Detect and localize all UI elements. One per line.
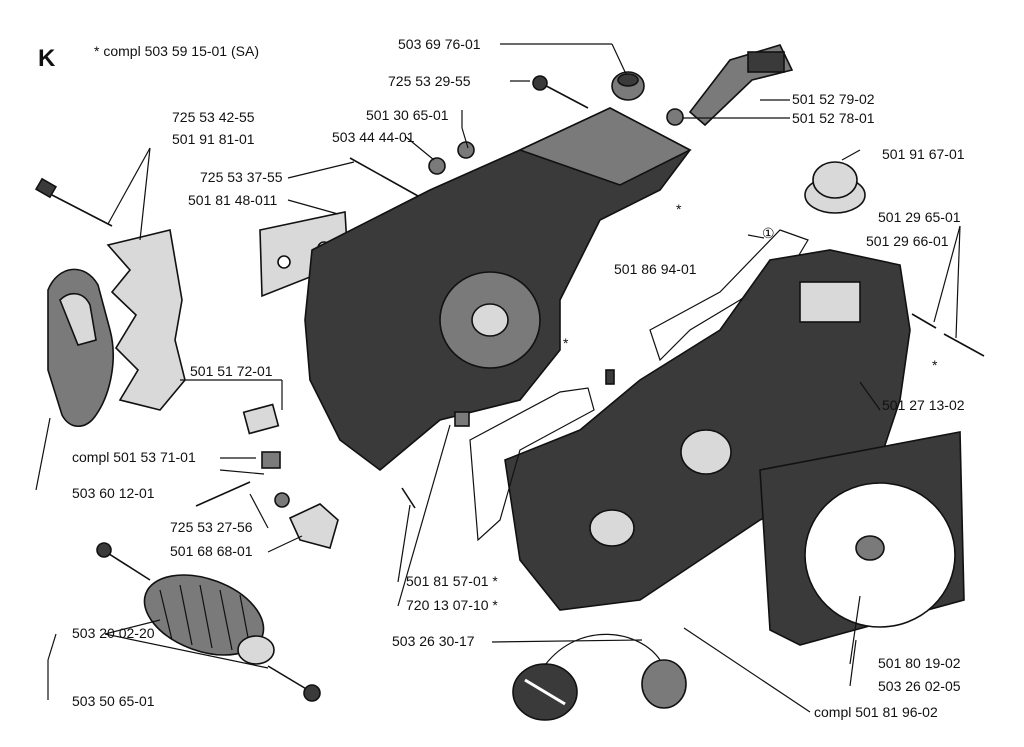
lower-gasket [469, 387, 595, 542]
label-501801902: 501 80 19-02 [878, 655, 961, 671]
label-501916701: 501 91 67-01 [882, 146, 965, 162]
label-503444401: 503 44 44-01 [332, 129, 415, 145]
label-503260205: 503 26 02-05 [878, 678, 961, 694]
label-501686801: 501 68 68-01 [170, 543, 253, 559]
label-725534255: 725 53 42-55 [172, 109, 255, 125]
cylinder-mount-opening [799, 281, 861, 323]
chain-guard-insert [59, 292, 97, 346]
crankcase-bearing-hole [471, 303, 509, 337]
rubber-buffer-top [617, 73, 639, 87]
asterisk-mark: * [932, 357, 938, 373]
dowel-pin [401, 487, 416, 509]
label-720130710: 720 13 07-10 * [406, 597, 498, 613]
label-501537101: compl 501 53 71-01 [72, 449, 196, 465]
small-bushing [261, 451, 281, 469]
section-letter: K [38, 45, 56, 72]
circled-marker: ① [762, 225, 775, 241]
label-725532756: 725 53 27-56 [170, 519, 253, 535]
crankcase-bearing-seat-right [680, 429, 732, 475]
short-screw-head [532, 75, 548, 91]
chain-tensioner-screw [195, 481, 251, 507]
label-501814801: 501 81 48-011 [188, 192, 277, 208]
bumper-bolt [34, 177, 113, 227]
asterisk-mark: * [676, 201, 682, 217]
tank-top [517, 107, 692, 186]
label-501815701: 501 81 57-01 * [406, 573, 498, 589]
label-501819602: compl 501 81 96-02 [814, 704, 938, 720]
bar-plate-hole [277, 255, 291, 269]
rubber-mount [812, 161, 858, 199]
catcher-screw [274, 492, 290, 508]
label-501296501: 501 29 65-01 [878, 209, 961, 225]
locating-pin [605, 369, 615, 385]
label-503200220: 503 20 02-20 [72, 625, 155, 641]
chain-guard-plate [47, 268, 114, 428]
cylinder-bolt-long [943, 333, 985, 357]
trigger-bushing [666, 108, 684, 126]
label-501869401: 501 86 94-01 [614, 261, 697, 277]
label-503506501: 503 50 65-01 [72, 693, 155, 709]
leader-lines [35, 43, 961, 713]
washer [457, 141, 475, 159]
nut [428, 157, 446, 175]
spike-bumper-plate [106, 229, 186, 411]
dowel-block [454, 411, 470, 427]
label-725533755: 725 53 37-55 [200, 169, 283, 185]
label-501527801: 501 52 78-01 [792, 110, 875, 126]
crankcase-port [589, 509, 635, 547]
label-725532955: 725 53 29-55 [388, 73, 471, 89]
tank-cap-body [641, 659, 687, 709]
long-screw [349, 157, 419, 197]
cap-strap [544, 633, 661, 666]
starter-seal [855, 535, 885, 561]
asterisk-mark: * [563, 335, 569, 351]
label-501271302: 501 27 13-02 [882, 397, 965, 413]
label-503697601: 503 69 76-01 [398, 36, 481, 52]
label-501517201: 501 51 72-01 [190, 363, 273, 379]
label-503263017: 503 26 30-17 [392, 633, 475, 649]
label-501296601: 501 29 66-01 [866, 233, 949, 249]
throttle-trigger-pad [747, 51, 785, 73]
label-501306501: 501 30 65-01 [366, 107, 449, 123]
cylinder-bolt-short [911, 313, 937, 329]
tank-cap-slot [524, 678, 566, 706]
chain-catcher [288, 503, 339, 549]
label-503601201: 503 60 12-01 [72, 485, 155, 501]
header-note: * compl 503 59 15-01 (SA) [94, 43, 259, 59]
ignition-spring-assembly [96, 542, 321, 702]
label-501918101: 501 91 81-01 [172, 131, 255, 147]
label-501527902: 501 52 79-02 [792, 91, 875, 107]
anti-vibe-plate [242, 403, 280, 435]
